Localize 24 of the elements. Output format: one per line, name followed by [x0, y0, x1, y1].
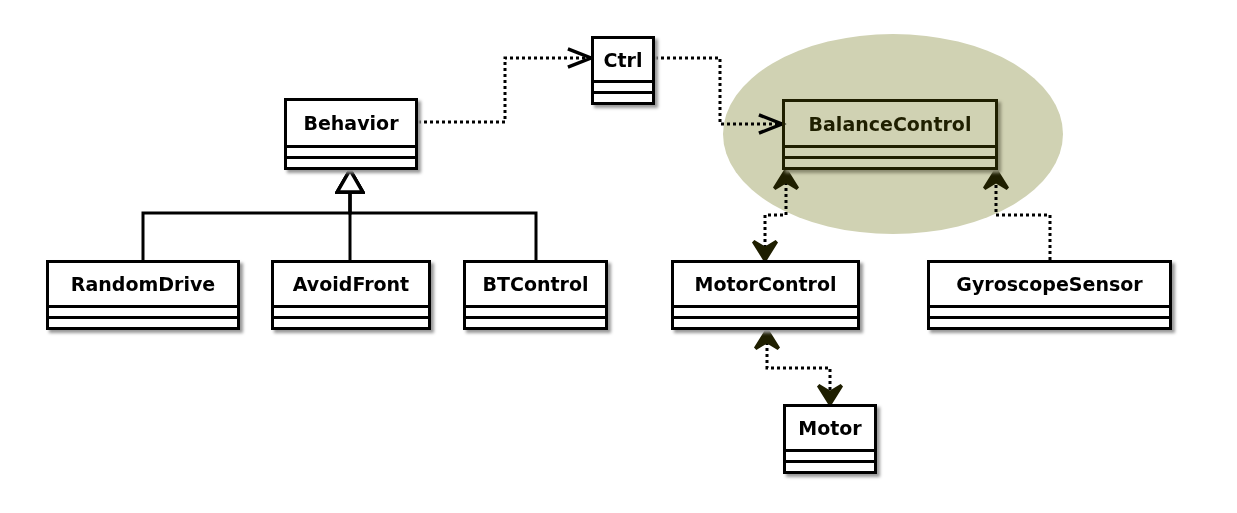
dependency-arrow [982, 168, 1052, 260]
class-name: Motor [797, 416, 863, 441]
class-box [284, 98, 418, 170]
class-name: BTControl [481, 272, 590, 297]
class-box [782, 99, 998, 170]
dependency-arrow [655, 56, 784, 135]
class-name: Ctrl [602, 47, 644, 73]
class-name: AvoidFront [291, 272, 411, 297]
class-box [46, 260, 240, 330]
class-box [591, 36, 655, 105]
class-box [671, 260, 860, 330]
class-name: Behavior [302, 111, 400, 136]
dependency-arrow [751, 168, 800, 262]
inheritance-arrow [335, 168, 538, 260]
class-box [783, 404, 877, 474]
class-name: MotorControl [693, 272, 838, 297]
dependency-arrow [418, 47, 593, 124]
class-name: RandomDrive [69, 272, 217, 297]
class-box [927, 260, 1172, 330]
class-name: GyroscopeSensor [955, 272, 1144, 297]
dependency-arrow [753, 328, 844, 406]
class-name: BalanceControl [807, 111, 973, 137]
class-box [463, 260, 608, 330]
class-box [271, 260, 431, 330]
